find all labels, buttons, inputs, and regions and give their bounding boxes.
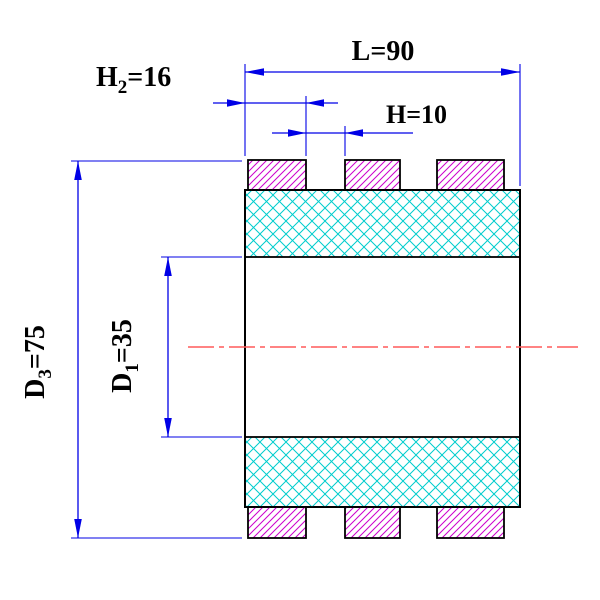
part-body <box>244 159 521 539</box>
arrowhead-up <box>74 161 82 180</box>
rib-bottom-3 <box>436 506 505 539</box>
dim-label-length: L=90 <box>352 36 415 67</box>
dim-h2: H2=16 <box>96 62 338 156</box>
dim-h: H=10 <box>272 100 447 156</box>
dim-label-h: H=10 <box>386 100 447 129</box>
arrowhead-left-pointing <box>345 129 363 137</box>
dim-label-part: =90 <box>370 36 414 67</box>
dim-label-part: D <box>20 379 51 399</box>
dim-label-part: H <box>386 100 406 129</box>
wall-section-bottom <box>244 436 521 508</box>
dim-label-subscript: 3 <box>35 369 56 379</box>
dim-label-subscript: 2 <box>118 77 128 98</box>
dim-label-part: L <box>352 36 371 67</box>
arrowhead-right-pointing <box>227 99 245 107</box>
dim-length: L=90 <box>244 36 521 186</box>
rib-top-2 <box>344 159 401 191</box>
wall-section-top <box>244 189 521 258</box>
arrowhead-left-pointing <box>306 99 324 107</box>
dim-d3: D3=75 <box>20 160 242 539</box>
rib-bottom-1 <box>247 506 307 539</box>
dim-label-subscript: 1 <box>122 363 143 373</box>
rib-top-3 <box>436 159 505 191</box>
dim-label-h2: H2=16 <box>96 62 171 98</box>
arrowhead-up <box>164 257 172 276</box>
arrowhead-right-pointing <box>288 129 306 137</box>
dim-d1: D1=35 <box>107 256 242 438</box>
dim-label-part: H <box>96 62 118 93</box>
arrowhead-down <box>74 519 82 538</box>
dim-label-d1: D1=35 <box>107 319 143 393</box>
dim-label-part: =10 <box>406 100 447 129</box>
arrowhead-right <box>501 68 520 76</box>
arrowhead-down <box>164 418 172 437</box>
arrowhead-left <box>245 68 264 76</box>
dim-label-part: =75 <box>20 325 51 369</box>
rib-top-1 <box>247 159 307 191</box>
dim-label-part: =35 <box>107 319 138 363</box>
dim-label-d3: D3=75 <box>20 325 56 399</box>
dim-label-part: D <box>107 373 138 393</box>
dim-label-part: =16 <box>127 62 171 93</box>
rib-bottom-2 <box>344 506 401 539</box>
